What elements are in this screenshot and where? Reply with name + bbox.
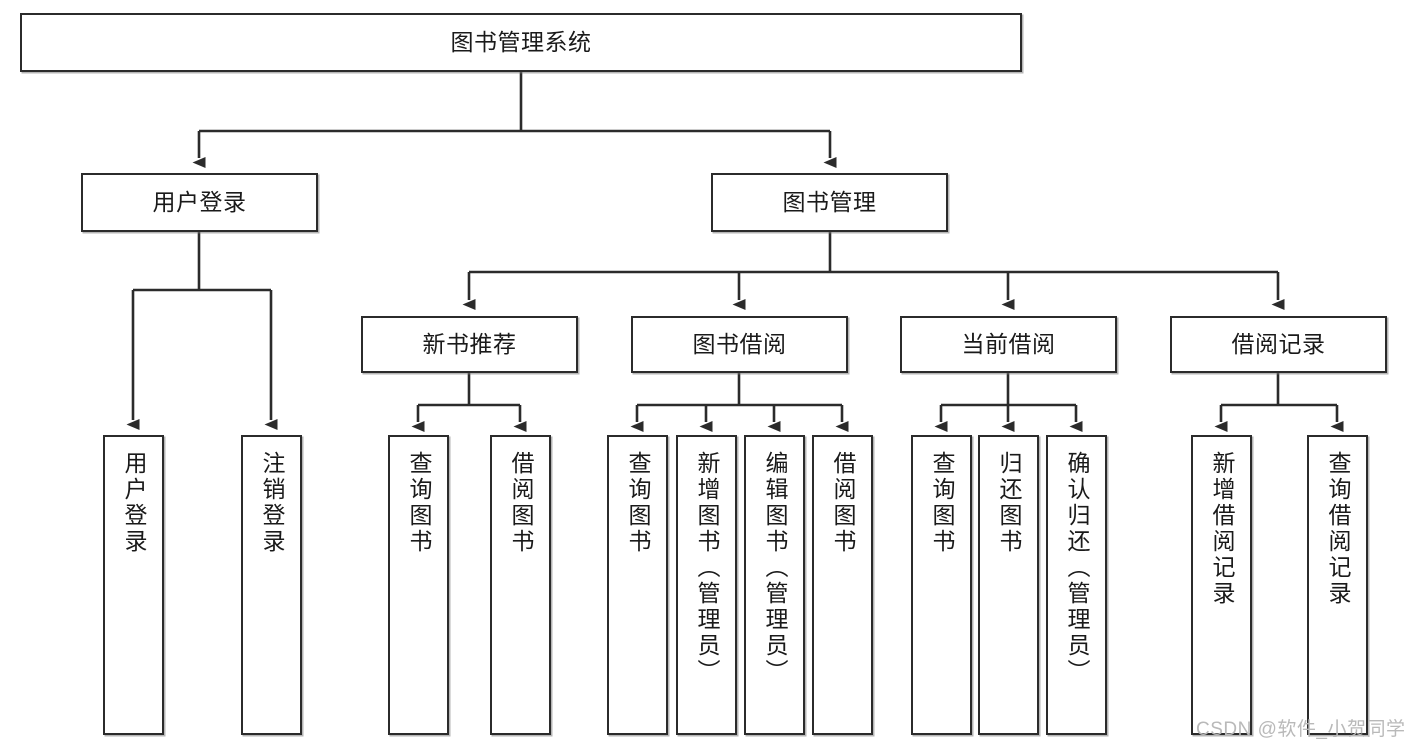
- node-new-book-recommend[interactable]: 新书推荐: [361, 316, 578, 373]
- csdn-watermark: CSDN @软件_小贺同学: [1196, 719, 1405, 740]
- node-book-management[interactable]: 图书管理: [711, 173, 948, 232]
- node-label-leaf-borrow-add-book: 新增图书（管理员）: [694, 451, 720, 685]
- node-label-book-management: 图书管理: [782, 188, 877, 215]
- node-label-root-system: 图书管理系统: [450, 28, 592, 55]
- node-label-user-login: 用户登录: [152, 188, 247, 215]
- node-book-borrow[interactable]: 图书借阅: [631, 316, 848, 373]
- node-leaf-borrow-borrow-book[interactable]: 借阅图书: [812, 435, 873, 735]
- node-label-leaf-recommend-borrow-book: 借阅图书: [508, 451, 534, 555]
- node-label-leaf-user-logout: 注销登录: [259, 451, 285, 555]
- node-label-leaf-borrow-edit-book: 编辑图书（管理员）: [762, 451, 788, 685]
- node-label-leaf-current-confirm-return: 确认归还（管理员）: [1064, 451, 1090, 685]
- node-user-login[interactable]: 用户登录: [81, 173, 318, 232]
- node-label-leaf-borrow-borrow-book: 借阅图书: [830, 451, 856, 555]
- node-label-leaf-record-query: 查询借阅记录: [1325, 451, 1351, 607]
- node-leaf-current-return-book[interactable]: 归还图书: [978, 435, 1039, 735]
- node-root-system[interactable]: 图书管理系统: [20, 13, 1022, 72]
- node-label-leaf-current-query-book: 查询图书: [929, 451, 955, 555]
- node-leaf-current-query-book[interactable]: 查询图书: [911, 435, 972, 735]
- node-leaf-user-login[interactable]: 用户登录: [103, 435, 164, 735]
- node-label-current-borrow: 当前借阅: [961, 330, 1056, 357]
- node-label-leaf-current-return-book: 归还图书: [996, 451, 1022, 555]
- node-leaf-borrow-add-book[interactable]: 新增图书（管理员）: [676, 435, 737, 735]
- node-leaf-record-add[interactable]: 新增借阅记录: [1191, 435, 1252, 735]
- node-leaf-borrow-edit-book[interactable]: 编辑图书（管理员）: [744, 435, 805, 735]
- node-label-leaf-user-login: 用户登录: [121, 451, 147, 555]
- node-leaf-record-query[interactable]: 查询借阅记录: [1307, 435, 1368, 735]
- node-leaf-recommend-query-book[interactable]: 查询图书: [388, 435, 449, 735]
- node-borrow-record[interactable]: 借阅记录: [1170, 316, 1387, 373]
- node-label-leaf-record-add: 新增借阅记录: [1209, 451, 1235, 607]
- node-current-borrow[interactable]: 当前借阅: [900, 316, 1117, 373]
- node-leaf-recommend-borrow-book[interactable]: 借阅图书: [490, 435, 551, 735]
- node-label-leaf-recommend-query-book: 查询图书: [406, 451, 432, 555]
- node-leaf-current-confirm-return[interactable]: 确认归还（管理员）: [1046, 435, 1107, 735]
- node-label-borrow-record: 借阅记录: [1231, 330, 1326, 357]
- node-label-new-book-recommend: 新书推荐: [422, 330, 517, 357]
- node-label-book-borrow: 图书借阅: [692, 330, 787, 357]
- node-leaf-borrow-query-book[interactable]: 查询图书: [607, 435, 668, 735]
- node-leaf-user-logout[interactable]: 注销登录: [241, 435, 302, 735]
- node-label-leaf-borrow-query-book: 查询图书: [625, 451, 651, 555]
